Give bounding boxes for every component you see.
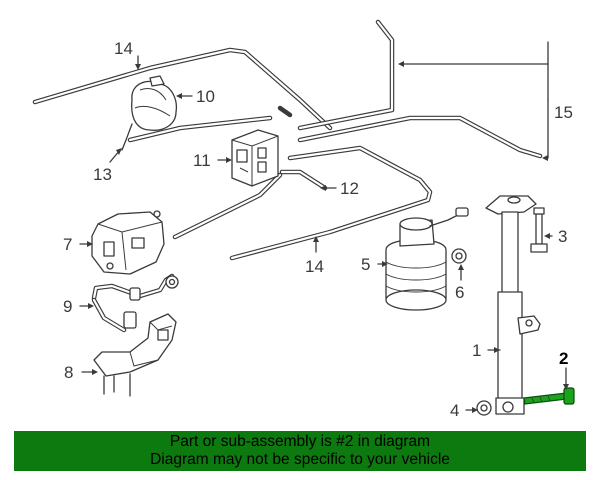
info-banner: Part or sub-assembly is #2 in diagram Di…	[14, 431, 586, 471]
shock-absorber-part-1	[485, 195, 541, 415]
callout-4: 4	[450, 401, 459, 420]
callout-labels: 1 2 3 4 5 6 7 8 9 10 11 12 13 14 14 15	[63, 39, 573, 420]
callout-15: 15	[554, 103, 573, 122]
air-line-tubes	[32, 19, 543, 261]
bushing-part-4	[476, 400, 492, 416]
parts-diagram: 1 2 3 4 5 6 7 8 9 10 11 12 13 14 14 15	[32, 19, 575, 420]
bolt-part-3	[530, 207, 548, 253]
callout-8: 8	[64, 363, 73, 382]
bracket-part-8	[93, 313, 177, 397]
control-unit-part-7	[91, 210, 165, 275]
callout-7: 7	[63, 235, 72, 254]
callout-9: 9	[63, 297, 72, 316]
bolt-part-2-highlighted[interactable]	[523, 387, 575, 405]
callout-5: 5	[361, 255, 370, 274]
air-spring-part-5	[385, 207, 469, 311]
callout-14-bottom: 14	[305, 257, 324, 276]
callout-10: 10	[196, 87, 215, 106]
valve-block-part-11	[231, 129, 279, 187]
callout-12: 12	[340, 179, 359, 198]
callout-6: 6	[455, 283, 464, 302]
callout-11: 11	[193, 151, 211, 170]
callout-13: 13	[93, 165, 112, 184]
callout-1: 1	[472, 341, 481, 360]
banner-line-disclaimer: Diagram may not be specific to your vehi…	[150, 451, 450, 468]
callout-14-top: 14	[114, 39, 133, 58]
banner-line-part: Part or sub-assembly is #2 in diagram	[169, 433, 431, 450]
reservoir-part-10	[121, 75, 178, 151]
nut-part-6	[451, 248, 467, 264]
callout-2[interactable]: 2	[559, 349, 568, 368]
leader-arrowheads	[87, 61, 569, 413]
callout-3: 3	[558, 227, 567, 246]
hose-part-9	[91, 273, 179, 333]
